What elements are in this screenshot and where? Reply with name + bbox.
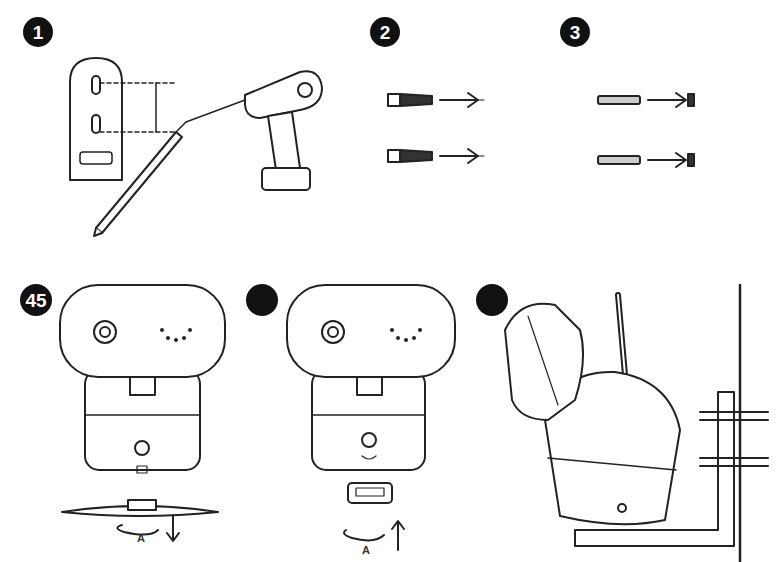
rotation-label: A	[362, 545, 370, 556]
callout-number: 1	[33, 23, 44, 42]
callout-number: 3	[570, 23, 581, 42]
callout-number: 2	[380, 23, 391, 42]
callout-number: 45	[25, 291, 46, 310]
rotation-label: A	[137, 533, 145, 544]
